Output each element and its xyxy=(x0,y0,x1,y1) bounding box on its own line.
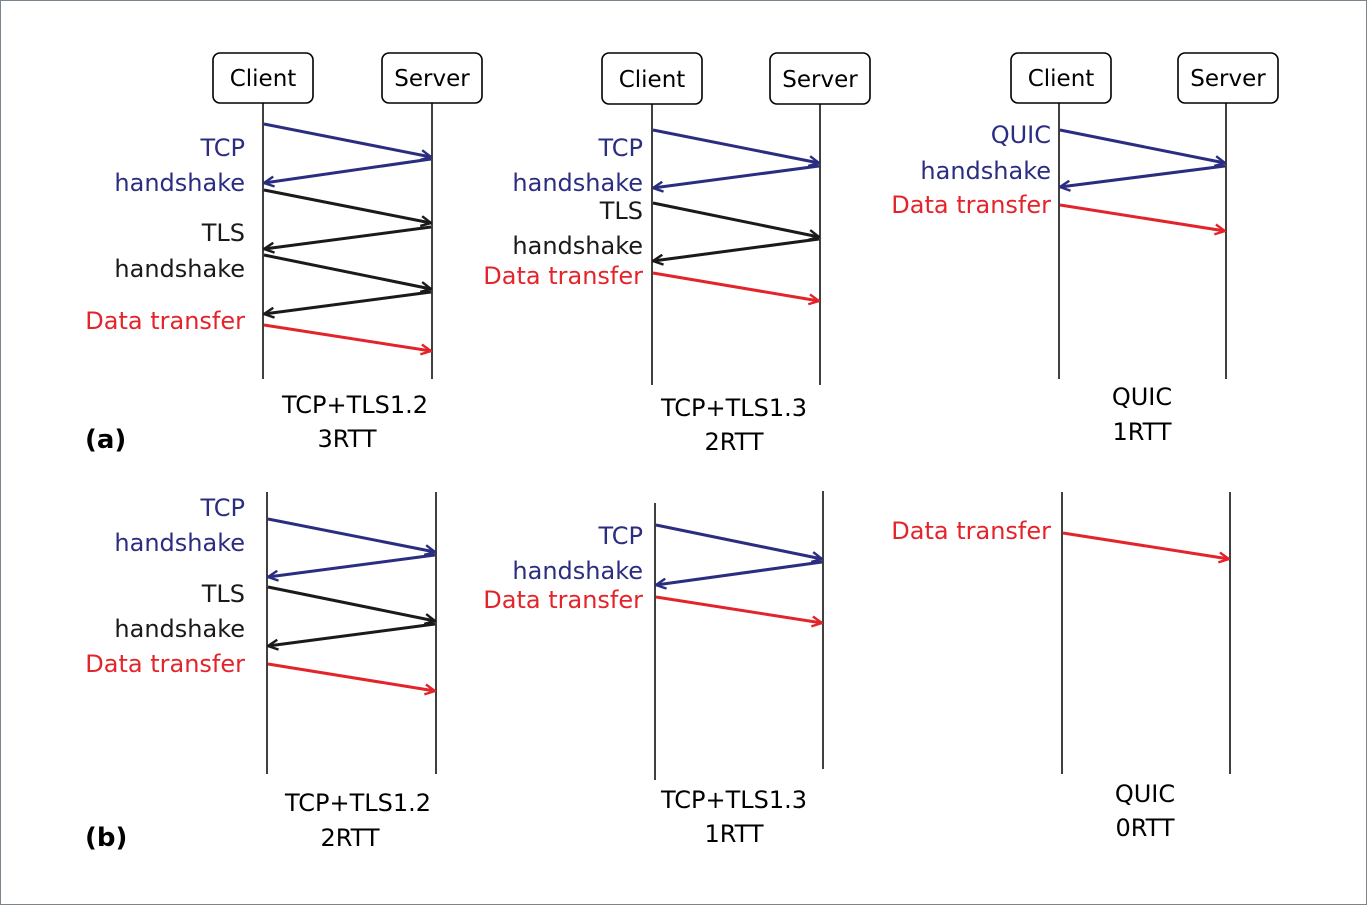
caption-rtt: 0RTT xyxy=(1115,814,1174,842)
phase-label-handshake: handshake xyxy=(114,169,245,197)
tls-arrow xyxy=(263,188,431,223)
data-arrow xyxy=(263,323,431,351)
caption-rtt: 2RTT xyxy=(320,824,379,852)
tls-arrow xyxy=(263,253,431,289)
phase-label-tls: TLS xyxy=(201,219,245,247)
phase-label-handshake: handshake xyxy=(512,557,643,585)
diagram-b3: Data transfer QUIC 0RTT xyxy=(891,492,1230,842)
caption-rtt: 1RTT xyxy=(1112,418,1171,446)
phase-label-tls: TLS xyxy=(201,580,245,608)
tcp-arrow xyxy=(268,553,436,577)
client-label: Client xyxy=(1028,66,1095,92)
tls-arrow xyxy=(652,201,819,237)
diagram-b1: TCP handshake TLS handshake Data transfe… xyxy=(85,492,436,852)
diagram-a1: Client Server TCP handshake TLS handshak… xyxy=(85,52,483,453)
tls-arrow xyxy=(264,225,432,249)
caption-rtt: 3RTT xyxy=(317,425,376,453)
phase-label-handshake: handshake xyxy=(114,615,245,643)
caption-protocol: TCP+TLS1.2 xyxy=(281,391,428,419)
phase-label-handshake: handshake xyxy=(512,232,643,260)
data-arrow xyxy=(655,595,822,623)
data-arrow xyxy=(652,271,819,301)
caption-protocol: TCP+TLS1.3 xyxy=(660,394,807,422)
quic-arrow xyxy=(1059,128,1225,163)
tls-arrow xyxy=(264,290,432,314)
tcp-arrow xyxy=(264,157,432,183)
tcp-arrow xyxy=(656,560,823,585)
tcp-arrow xyxy=(263,122,431,157)
caption-protocol: TCP+TLS1.2 xyxy=(284,789,431,817)
phase-label-quic: QUIC xyxy=(991,121,1051,149)
phase-label-tls: TLS xyxy=(599,197,643,225)
phase-label-tcp: TCP xyxy=(598,522,643,550)
panel-label-a: (a) xyxy=(85,425,126,455)
caption-rtt: 1RTT xyxy=(704,820,763,848)
phase-label-handshake: handshake xyxy=(512,169,643,197)
panel-label-b: (b) xyxy=(85,823,127,853)
caption-rtt: 2RTT xyxy=(704,428,763,456)
server-label: Server xyxy=(782,67,858,93)
phase-label-tcp: TCP xyxy=(200,494,245,522)
data-arrow xyxy=(267,662,435,691)
phase-label-handshake: handshake xyxy=(920,157,1051,185)
diagram-b2: TCP handshake Data transfer TCP+TLS1.3 1… xyxy=(483,491,823,848)
tls-arrow xyxy=(268,622,436,646)
server-box xyxy=(1177,52,1279,104)
quic-arrow xyxy=(1060,164,1226,187)
phase-label-handshake: handshake xyxy=(114,529,245,557)
phase-label-data: Data transfer xyxy=(483,586,643,614)
client-label: Client xyxy=(619,67,686,93)
caption-protocol: TCP+TLS1.3 xyxy=(660,786,807,814)
caption-protocol: QUIC xyxy=(1112,383,1172,411)
tcp-arrow xyxy=(652,128,819,163)
tcp-arrow xyxy=(655,523,822,559)
caption-protocol: QUIC xyxy=(1115,780,1175,808)
tls-arrow xyxy=(267,585,435,621)
phase-label-data: Data transfer xyxy=(85,650,245,678)
tls-arrow xyxy=(653,237,820,261)
data-arrow xyxy=(1062,531,1229,559)
client-label: Client xyxy=(230,66,297,92)
phase-label-data: Data transfer xyxy=(891,517,1051,545)
phase-label-data: Data transfer xyxy=(891,191,1051,219)
phase-label-tcp: TCP xyxy=(200,134,245,162)
client-box xyxy=(1010,52,1112,104)
phase-label-data: Data transfer xyxy=(483,262,643,290)
tcp-arrow xyxy=(267,517,435,552)
phase-label-tcp: TCP xyxy=(598,134,643,162)
data-arrow xyxy=(1059,203,1225,231)
server-label: Server xyxy=(1190,66,1266,92)
diagram-a3: Client Server QUIC handshake Data transf… xyxy=(891,52,1279,446)
phase-label-data: Data transfer xyxy=(85,307,245,335)
diagram-a2: Client Server TCP handshake TLS handshak… xyxy=(483,52,871,456)
tcp-arrow xyxy=(653,164,820,188)
phase-label-handshake: handshake xyxy=(114,255,245,283)
server-label: Server xyxy=(394,66,470,92)
